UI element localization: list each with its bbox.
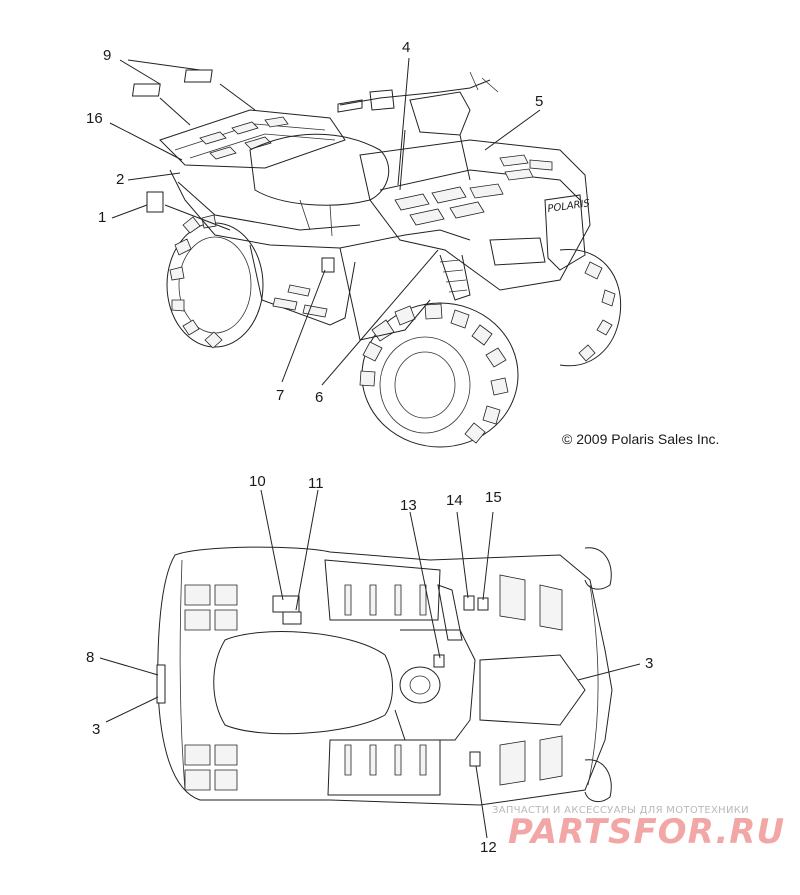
callout-13: 13 [400,497,417,514]
callout-8: 8 [86,649,94,666]
brand-mark: POLARIS [547,198,591,215]
callout-2: 2 [116,171,124,188]
decal-10 [272,595,300,613]
callout-4: 4 [402,39,410,56]
decal-12 [469,751,481,767]
decal-8 [156,664,166,704]
rear-rack [159,109,346,169]
copyright-notice: © 2009 Polaris Sales Inc. [562,431,719,447]
top-view-leaders [99,489,641,839]
footrest-bottom [327,739,441,796]
decal-7 [321,257,335,273]
decal-1 [146,191,164,213]
callout-5: 5 [535,93,543,110]
top-view-outline [157,546,613,806]
callout-12: 12 [480,839,497,856]
callout-6: 6 [315,389,323,406]
seat-top [213,631,393,735]
far-front-wheel [559,248,622,367]
decal-9-left [131,83,161,97]
watermark-logo: PARTSFOR.RU [508,812,785,852]
atv-side-view: POLARIS [86,39,622,448]
body [169,133,471,341]
side-view-leaders [109,57,541,386]
watermark: ЗАПЧАСТИ И АКСЕССУАРЫ ДЛЯ МОТОТЕХНИКИ PA… [492,805,785,852]
callout-15: 15 [485,489,502,506]
front-fender: POLARIS [359,139,591,301]
footrest-top [324,559,441,621]
handlebars [337,71,499,191]
decal-14 [463,595,475,611]
callout-10: 10 [249,473,266,490]
watermark-tagline: ЗАПЧАСТИ И АКСЕССУАРЫ ДЛЯ МОТОТЕХНИКИ [492,805,749,816]
callout-7: 7 [276,387,284,404]
front-wheel [359,302,519,448]
callout-11: 11 [308,475,324,492]
callout-9: 9 [103,47,111,64]
decal-13 [433,654,445,668]
decal-9-right [183,69,213,83]
atv-top-view: 10 11 13 14 15 8 3 3 12 [86,473,653,856]
decal-11 [282,611,302,625]
callout-3-left: 3 [92,721,100,738]
callout-14: 14 [446,492,463,509]
rear-wheel [166,214,264,349]
callout-16: 16 [86,110,103,127]
callout-3-right: 3 [645,655,653,672]
callout-1: 1 [98,209,106,226]
